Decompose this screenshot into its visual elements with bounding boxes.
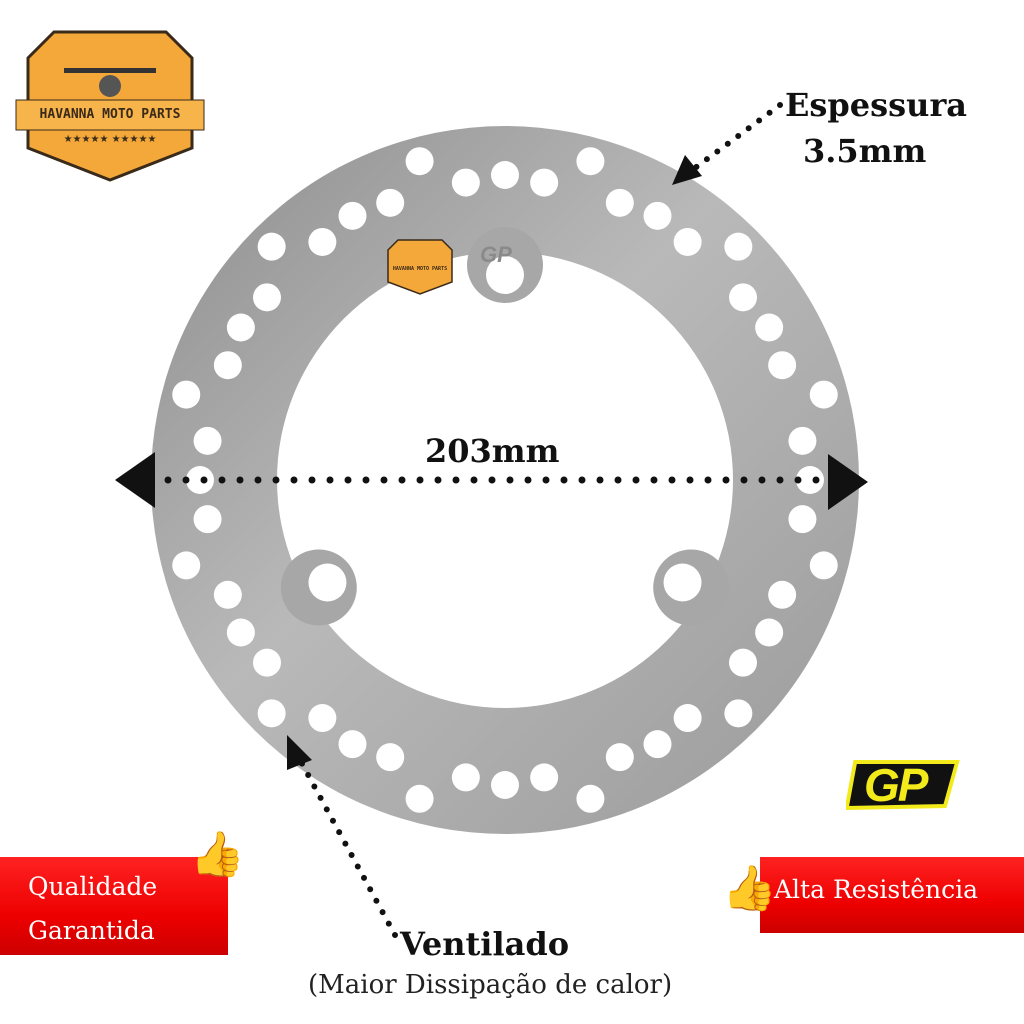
vent-hole	[213, 351, 242, 380]
vent-hole	[809, 551, 838, 580]
vent-hole	[186, 466, 214, 494]
vent-hole	[755, 618, 784, 647]
vent-hole	[605, 188, 634, 217]
thumbs-up-icon: 👍	[722, 863, 777, 914]
vent-holes	[172, 147, 838, 813]
brand-logo-text: HAVANNA MOTO PARTS	[39, 107, 181, 122]
vent-hole	[308, 227, 337, 256]
vent-hole	[405, 784, 434, 813]
disc-center-cutout	[277, 252, 733, 708]
vent-hole	[673, 227, 702, 256]
vent-hole	[576, 784, 605, 813]
vent-hole	[768, 580, 797, 609]
svg-text:★★★★★ ★★★★★: ★★★★★ ★★★★★	[64, 134, 157, 145]
vent-hole	[376, 188, 405, 217]
brand-logo: ★★★★★ ★★★★★ HAVANNA MOTO PARTS	[14, 28, 206, 184]
ventilated-subtitle: (Maior Dissipação de calor)	[308, 970, 673, 1000]
vent-hole	[308, 704, 337, 733]
vent-hole	[172, 380, 201, 409]
vent-hole	[491, 771, 519, 799]
mount-hole	[308, 563, 347, 602]
quality-line1: Qualidade	[28, 872, 158, 901]
vent-hole	[724, 699, 753, 728]
vent-hole	[796, 466, 824, 494]
disc-marking: GP	[480, 242, 512, 267]
vent-hole	[338, 201, 367, 230]
vent-hole	[193, 505, 222, 534]
vent-hole	[257, 232, 286, 261]
vent-hole	[768, 351, 797, 380]
vent-hole	[257, 699, 286, 728]
quality-line2: Garantida	[28, 916, 155, 945]
vent-hole	[809, 380, 838, 409]
vent-hole	[226, 618, 255, 647]
vent-hole	[451, 763, 480, 792]
vent-hole	[405, 147, 434, 176]
vent-hole	[252, 283, 281, 312]
thumbs-up-icon: 👍	[190, 829, 245, 880]
vent-hole	[643, 201, 672, 230]
ventilated-title: Ventilado	[400, 925, 570, 963]
vent-hole	[576, 147, 605, 176]
vent-hole	[252, 648, 281, 677]
thickness-arrow	[672, 102, 783, 185]
vent-hole	[729, 648, 758, 677]
thickness-value: 3.5mm	[803, 132, 927, 170]
watermark-logo: HAVANNA MOTO PARTS	[384, 238, 456, 296]
vent-hole	[172, 551, 201, 580]
vent-hole	[724, 232, 753, 261]
vent-hole	[788, 426, 817, 455]
vent-hole	[491, 161, 519, 189]
vent-hole	[755, 313, 784, 342]
resistance-text: Alta Resistência	[774, 875, 979, 904]
vent-hole	[729, 283, 758, 312]
mount-hole	[486, 256, 524, 294]
thickness-label: Espessura 3.5mm	[785, 82, 967, 174]
vent-hole	[213, 580, 242, 609]
vent-hole	[226, 313, 255, 342]
gp-logo: GP	[844, 756, 964, 820]
thickness-title: Espessura	[785, 86, 968, 124]
mount-tabs	[280, 227, 730, 626]
quality-badge: Qualidade Garantida	[0, 857, 228, 955]
vent-hole	[673, 704, 702, 733]
vent-hole	[376, 743, 405, 772]
diameter-label: 203mm	[425, 432, 560, 470]
vent-hole	[451, 168, 480, 197]
resistance-badge: Alta Resistência	[760, 857, 1024, 933]
vent-hole	[788, 505, 817, 534]
vent-hole	[530, 763, 559, 792]
mount-hole	[663, 563, 702, 602]
vent-hole	[530, 168, 559, 197]
vent-hole	[643, 730, 672, 759]
ventilated-arrow	[287, 735, 398, 938]
vent-hole	[338, 730, 367, 759]
diameter-arrow	[115, 452, 868, 510]
vent-hole	[193, 426, 222, 455]
vent-hole	[605, 743, 634, 772]
